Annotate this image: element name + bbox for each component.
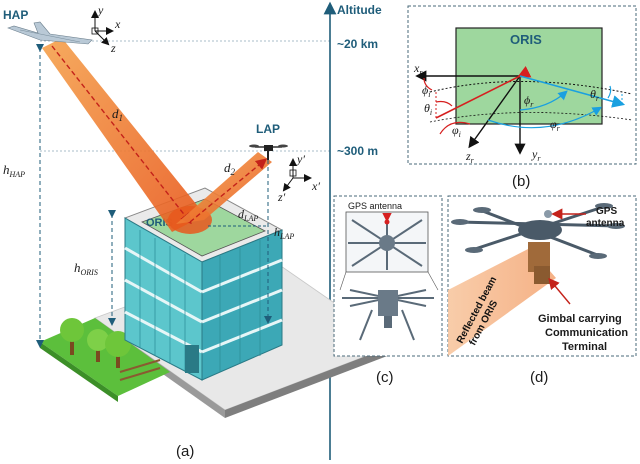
varphi-i-arc — [439, 121, 471, 135]
panel-b: ORIS xr yr zr ϕi θi φi ϕr θr φr (b) — [407, 5, 637, 190]
gps-antenna-photo — [544, 210, 552, 218]
hap-axis-y: y — [97, 3, 104, 17]
h-oris-label: hORIS — [74, 260, 98, 277]
lap-axis-z: z′ — [277, 190, 286, 204]
h-lap-label: hLAP — [274, 225, 294, 241]
phi-r-arc — [519, 90, 568, 111]
fence — [119, 359, 161, 373]
hap-axis-z: z — [110, 41, 116, 55]
gps-label-d-1: GPS — [596, 206, 617, 217]
lap-axis-x: x′ — [311, 179, 320, 193]
phi-i-label: ϕi — [422, 83, 430, 99]
yr-label: yr — [531, 147, 541, 163]
zr-axis — [468, 75, 521, 149]
plane-edge-top — [429, 80, 633, 95]
incident-ray — [435, 65, 532, 119]
d2-path — [189, 158, 268, 223]
d1-label: d1 — [112, 106, 123, 123]
hap-aircraft — [7, 21, 93, 45]
altitude-300m-label: ~300 m — [337, 144, 378, 158]
reflected-beam-photo — [448, 248, 556, 356]
oris-title-b: ORIS — [510, 32, 542, 47]
gimbal-arrow — [548, 277, 571, 305]
phi-i-arc — [423, 77, 433, 91]
entrance — [185, 345, 199, 373]
lap-axis-y: y′ — [296, 152, 305, 166]
lap-label: LAP — [256, 122, 280, 136]
d1-path — [51, 45, 192, 225]
altitude-20km-label: ~20 km — [337, 37, 378, 51]
gimbal-label-1: Gimbal carrying — [538, 313, 622, 325]
d2-label: d2 — [224, 160, 236, 177]
gimbal-label-2: Communication — [545, 327, 628, 339]
caption-b: (b) — [512, 173, 530, 190]
xr-label: xr — [413, 61, 423, 77]
gimbal — [528, 242, 550, 272]
altitude-label: Altitude — [337, 3, 382, 17]
theta-i-arc — [435, 100, 453, 107]
lap-drone — [249, 144, 288, 160]
varphi-r-label: φr — [550, 117, 561, 133]
reflected-beam — [176, 152, 272, 224]
ground-edge-right — [225, 345, 395, 418]
panel-a: Altitude ~20 km ~300 m — [3, 1, 396, 460]
gps-antenna-dot — [384, 219, 390, 225]
panel-d: GPS antenna Reflected beam from ORIS Gim… — [447, 195, 637, 386]
theta-i-label: θi — [424, 101, 432, 117]
caption-d: (d) — [530, 369, 548, 386]
hap-axis-x: x — [114, 17, 121, 31]
zr-label: zr — [465, 149, 475, 165]
reflected-ray — [519, 75, 626, 108]
h-hap-label: hHAP — [3, 162, 25, 179]
varphi-i-label: φi — [452, 123, 461, 139]
theta-r-label: θr — [590, 87, 600, 103]
gimbal-label-3: Terminal — [562, 341, 607, 353]
dlap-label: dLAP — [238, 207, 258, 223]
gps-label-c: GPS antenna — [348, 201, 402, 211]
phi-r-label: ϕr — [524, 93, 534, 109]
hap-label: HAP — [3, 8, 28, 22]
gps-label-d-2: antenna — [586, 218, 625, 229]
caption-a: (a) — [176, 443, 194, 460]
hap-axes — [91, 10, 114, 46]
theta-r-arc — [607, 85, 612, 99]
panel-c: GPS antenna (c) — [333, 195, 443, 386]
caption-c: (c) — [376, 369, 394, 386]
lap-axes — [282, 158, 312, 192]
varphi-r-arc — [487, 106, 603, 129]
incident-beam — [42, 38, 205, 232]
